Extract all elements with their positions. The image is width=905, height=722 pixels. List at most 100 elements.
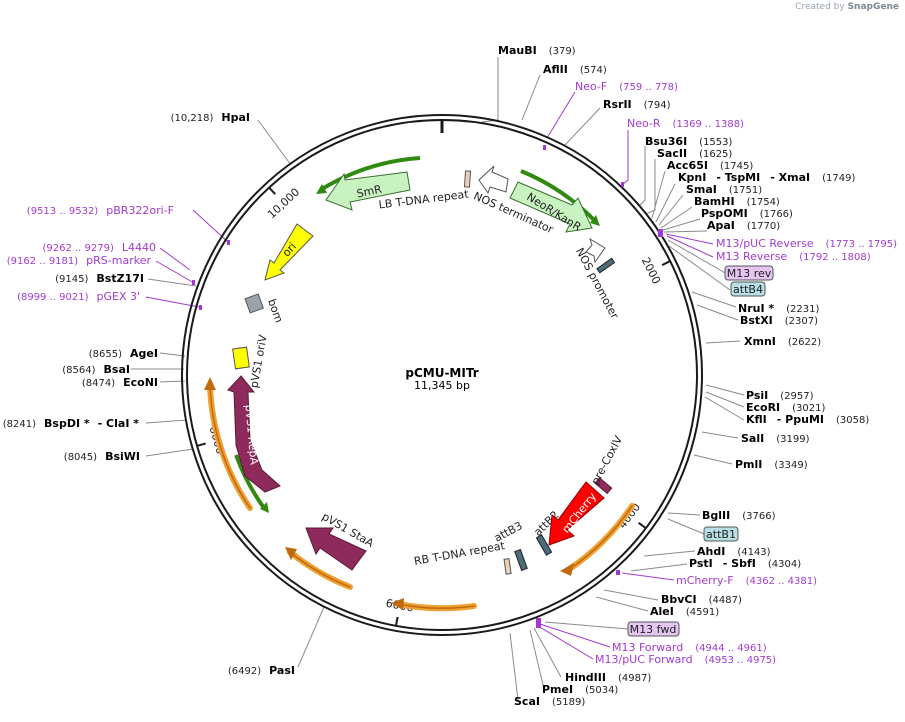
green-arc-neor-head — [590, 215, 600, 226]
primer-mark-l4440 — [192, 280, 195, 285]
watermark-prefix: Created by — [795, 2, 845, 12]
leader-aflii — [521, 74, 541, 121]
backbone-site-marks — [192, 145, 663, 628]
leader-sali — [701, 431, 739, 439]
enzyme-hindiii: HindIII(4987) — [565, 671, 651, 684]
enzyme-kpni-group: KpnI- TspMI- XmaI(1749) — [678, 171, 855, 184]
leader-mcherry-f — [621, 572, 675, 581]
feature-rb-tdna-repeat — [503, 558, 512, 575]
green-arcs — [234, 156, 600, 513]
leader-m13fwd-box — [544, 621, 629, 630]
leader-m13rev-box — [667, 239, 728, 275]
enzyme-acc65i: Acc65I(1745) — [667, 159, 753, 172]
primer-m13-forward: M13 Forward(4944 .. 4961) — [612, 641, 767, 654]
primer-neo-r: Neo-R(1369 .. 1388) — [627, 117, 744, 130]
green-arc-neor — [520, 169, 598, 224]
leader-m13fwd — [539, 623, 611, 648]
leader-alei — [595, 596, 649, 612]
tick-mark-10000 — [268, 186, 276, 195]
leader-econi — [159, 380, 186, 383]
boxed-labels: M13 rev attB4 attB1 M13 fwd — [627, 265, 774, 637]
watermark-brand: SnapGene — [847, 2, 899, 12]
leader-psti — [630, 563, 688, 572]
leader-acc65i — [651, 170, 666, 219]
primer-mark-m13fwd — [536, 618, 541, 628]
enzyme-bglii: BglII(3766) — [702, 509, 776, 522]
orf-arc-left-core — [209, 383, 251, 509]
leader-bsu36i — [639, 146, 646, 206]
leader-lines — [131, 57, 745, 701]
leader-bamhi — [660, 206, 693, 229]
enzyme-bstxi: BstXI(2307) — [740, 314, 818, 327]
enzyme-bsiwi: (8045)BsiWI — [64, 450, 140, 463]
enzyme-nrui: NruI *(2231) — [738, 302, 819, 315]
enzyme-scai: ScaI(5189) — [514, 695, 585, 708]
label-pvs1-repa: pVS1 RepA — [242, 404, 260, 466]
primer-mark-m13rev — [658, 229, 663, 237]
leader-agei — [159, 352, 186, 357]
feature-lb-tdna-repeat — [463, 170, 472, 188]
enzyme-rsrii: RsrII(794) — [603, 98, 671, 111]
leader-neo-f — [546, 91, 576, 139]
primer-l4440: (9262 .. 9279)L4440 — [42, 241, 156, 254]
label-smr: SmR — [356, 183, 384, 201]
enzyme-ahdi: AhdI(4143) — [697, 545, 771, 558]
leader-attb1 — [667, 518, 705, 535]
primer-mark-pgex — [199, 305, 202, 310]
tick-mark-8000 — [196, 442, 206, 447]
enzyme-pmli: PmlI(3349) — [735, 458, 808, 471]
box-m13-rev — [724, 265, 774, 281]
feature-pre-coxiv — [594, 477, 613, 495]
box-attb4 — [730, 281, 766, 297]
leader-neo-r — [621, 130, 629, 186]
primer-mark-neo-r — [621, 182, 624, 187]
leader-maubi — [481, 57, 499, 123]
leader-sacii — [645, 159, 656, 215]
label-pre-coxiv: pre-CoxIV — [589, 433, 626, 487]
box-m13-rev-label: M13 rev — [727, 267, 772, 280]
feature-pvs1-oriv — [232, 346, 250, 370]
leader-pasi — [297, 606, 325, 668]
enzyme-bsai: (8564)BsaI — [62, 363, 130, 376]
leader-ahdi — [643, 550, 696, 557]
enzyme-sali: SalI(3199) — [741, 432, 810, 445]
enzyme-bsu36i: Bsu36I(1553) — [645, 135, 733, 148]
leader-m13rev — [666, 235, 714, 258]
enzyme-psii: PsiI(2957) — [746, 389, 814, 402]
label-attb3: attB3 — [492, 519, 525, 545]
primer-m13puc-reverse: M13/pUC Reverse(1773 .. 1795) — [716, 237, 897, 250]
box-attb1 — [703, 526, 739, 542]
enzyme-bspdi-group: (8241)BspDI *- ClaI * — [3, 417, 139, 430]
orf-arcs — [204, 377, 635, 612]
leader-kfli — [704, 396, 745, 421]
leader-pspomi — [662, 218, 701, 231]
primer-prs-marker: (9162 .. 9181)pRS-marker — [7, 254, 152, 267]
enzyme-agei: (8655)AgeI — [89, 347, 158, 360]
leader-bbvci — [603, 589, 659, 601]
leader-smai — [658, 194, 684, 226]
primer-mark-mcherry-f — [616, 570, 620, 575]
leader-bsiwi — [145, 448, 194, 457]
label-rb-tdna-repeat: RB T-DNA repeat — [413, 539, 506, 568]
label-bom: bom — [265, 297, 286, 324]
leader-rsrii — [564, 107, 601, 146]
leader-prs — [155, 260, 195, 284]
leader-apai — [663, 230, 708, 233]
leader-ecori — [705, 391, 745, 408]
feature-ori — [264, 223, 314, 281]
enzyme-econi: (8474)EcoNI — [82, 376, 158, 389]
green-arc-smr-head — [316, 184, 327, 194]
enzyme-bbvci: BbvCI(4487) — [661, 593, 742, 606]
leader-bglii — [667, 512, 701, 516]
enzyme-pasi: (6492)PasI — [228, 664, 295, 677]
primer-m13-reverse: M13 Reverse(1792 .. 1808) — [716, 250, 871, 263]
leader-pgex — [145, 296, 200, 308]
box-m13-fwd — [627, 621, 680, 637]
plasmid-name: pCMU-MITr — [405, 366, 478, 380]
tick-mark-6000 — [395, 616, 399, 626]
feature-pvs1-staa — [305, 527, 367, 571]
leader-xmni — [705, 340, 741, 344]
orf-arc-lower-left-head — [285, 547, 297, 560]
